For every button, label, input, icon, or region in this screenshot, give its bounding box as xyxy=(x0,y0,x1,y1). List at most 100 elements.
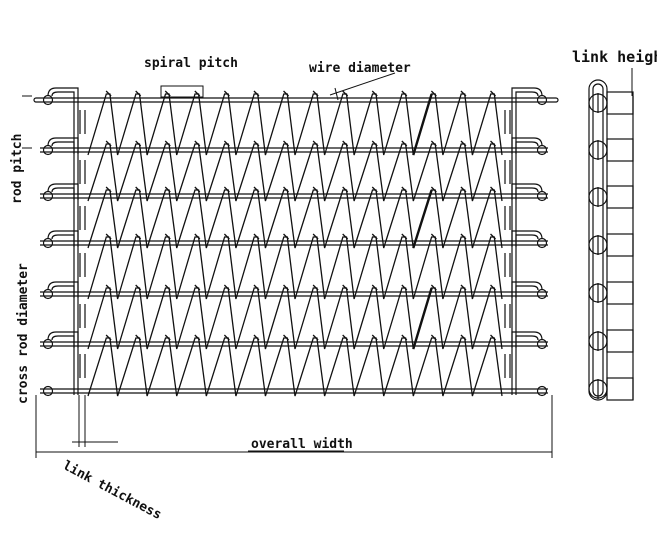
spiral-hook xyxy=(194,233,201,240)
link-ring xyxy=(42,237,54,249)
spiral-hook xyxy=(460,334,467,341)
rod-end xyxy=(555,97,559,103)
spiral-hook xyxy=(490,284,496,291)
spiral-hook xyxy=(312,284,319,291)
link-ring xyxy=(42,190,54,202)
spiral-hook xyxy=(460,140,467,147)
spiral-mesh xyxy=(87,90,503,397)
spiral-hook xyxy=(283,140,289,147)
spiral-hook xyxy=(430,140,437,147)
spiral-hook xyxy=(105,186,112,193)
side-tab xyxy=(606,91,634,115)
spiral-hook xyxy=(342,284,349,291)
spiral-hook xyxy=(460,233,467,240)
spiral-hook xyxy=(164,140,171,147)
spiral-hook xyxy=(105,90,112,97)
spiral-hook xyxy=(342,90,349,97)
left-edge-links xyxy=(42,87,86,397)
spiral-hook xyxy=(253,90,260,97)
spiral-hook xyxy=(342,334,349,341)
spiral-hook xyxy=(490,233,496,240)
spiral-hook xyxy=(371,140,378,147)
spiral-hook xyxy=(164,284,171,291)
spiral-hook xyxy=(430,284,437,291)
spiral-hook xyxy=(253,186,260,193)
spiral-hook xyxy=(164,186,171,193)
spiral-hook xyxy=(490,90,496,97)
link-plate xyxy=(515,187,539,247)
spiral-strand xyxy=(412,287,433,350)
spiral-hook xyxy=(371,90,378,97)
link-plate xyxy=(511,230,543,298)
spiral-hook xyxy=(401,284,408,291)
spiral-hook xyxy=(401,140,408,147)
spiral-hook xyxy=(401,90,408,97)
spiral-hook xyxy=(430,90,437,97)
spiral-hook xyxy=(401,334,408,341)
link-plate xyxy=(515,91,539,154)
link-plate xyxy=(51,187,75,247)
side-tab xyxy=(606,281,634,305)
spiral-hook xyxy=(105,140,112,147)
link-thickness-label: link thickness xyxy=(60,458,164,523)
overall-width-label: overall width xyxy=(251,437,353,452)
wire-diameter-label: wire diameter xyxy=(309,61,411,76)
right-edge-links xyxy=(504,87,548,397)
spiral-hook xyxy=(223,284,230,291)
link-ring xyxy=(42,94,54,106)
spiral-hook xyxy=(371,284,378,291)
link-side-view xyxy=(588,79,634,401)
spiral-hook xyxy=(371,334,378,341)
spiral-hook xyxy=(342,140,349,147)
side-tab xyxy=(606,138,634,162)
side-tab xyxy=(606,377,634,401)
spiral-hook xyxy=(460,90,467,97)
link-ring xyxy=(536,144,548,156)
link-height-label: link height xyxy=(572,48,657,66)
link-plate xyxy=(51,141,75,200)
spiral-hook xyxy=(371,233,378,240)
link-ring xyxy=(536,94,548,106)
link-plate xyxy=(47,87,79,154)
link-ring xyxy=(42,338,54,350)
spiral-hook xyxy=(371,186,378,193)
spiral-hook xyxy=(164,334,171,341)
spiral-hook xyxy=(430,233,437,240)
spiral-hook xyxy=(283,233,289,240)
link-plate xyxy=(511,137,543,200)
link-ring xyxy=(42,385,54,397)
rod-pitch-label: rod pitch xyxy=(10,134,25,204)
spiral-hook xyxy=(164,90,171,97)
spiral-hook xyxy=(430,334,437,341)
spiral-hook xyxy=(312,334,319,341)
spiral-hook xyxy=(135,284,142,291)
link-plate xyxy=(47,183,79,247)
spiral-hook xyxy=(283,186,289,193)
link-plate xyxy=(47,331,79,395)
link-ring xyxy=(536,385,548,397)
spiral-hook xyxy=(312,90,319,97)
spiral-hook xyxy=(312,186,319,193)
spiral-hook xyxy=(430,186,437,193)
spiral-hook xyxy=(253,140,260,147)
spiral-strand xyxy=(412,93,433,156)
link-plate xyxy=(511,87,543,154)
link-ring xyxy=(536,237,548,249)
spiral-hook xyxy=(223,140,230,147)
spiral-hook xyxy=(164,233,171,240)
link-plate xyxy=(515,141,539,200)
rod-pitch-dimension xyxy=(22,95,32,149)
spiral-hook xyxy=(312,140,319,147)
overall-width-dimension xyxy=(35,395,553,458)
wire-diameter-leader xyxy=(329,72,396,101)
spiral-hook xyxy=(105,233,112,240)
spiral-hook xyxy=(194,186,201,193)
link-ring xyxy=(536,288,548,300)
spiral-pitch-dimension xyxy=(160,85,204,98)
spiral-hook xyxy=(401,233,408,240)
side-tab xyxy=(606,329,634,353)
cross-rod-diameter-label: cross rod diameter xyxy=(16,263,31,404)
spiral-hook xyxy=(283,284,289,291)
link-plate xyxy=(51,234,75,298)
